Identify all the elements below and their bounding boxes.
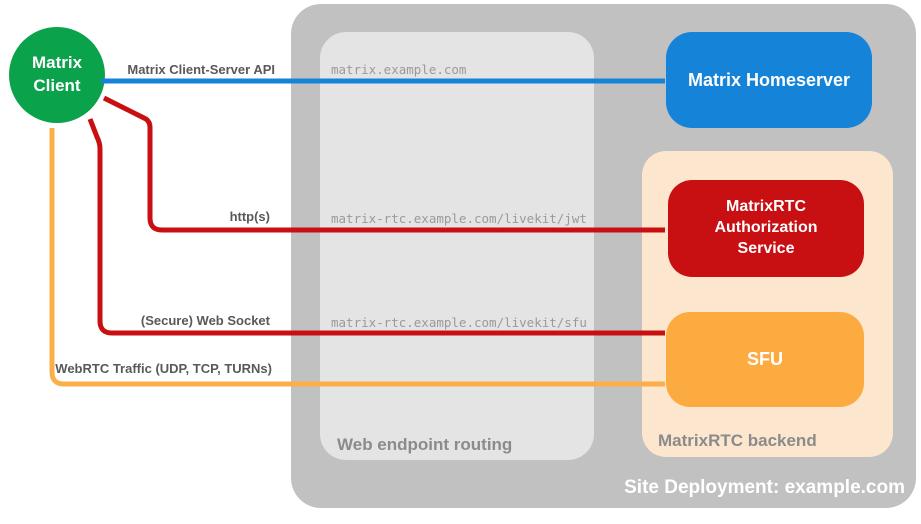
endpoint-matrix-example-com: matrix.example.com	[331, 62, 467, 77]
webrtc-traffic-arrow-label: WebRTC Traffic (UDP, TCP, TURNs)	[55, 361, 272, 376]
matrixrtc-auth-service-node: MatrixRTC Authorization Service	[668, 180, 864, 277]
matrixrtc-auth-service-label: MatrixRTC Authorization Service	[714, 198, 818, 257]
sfu-label: SFU	[747, 349, 783, 369]
client-server-api-arrow-label: Matrix Client-Server API	[127, 62, 275, 77]
websocket-arrow-label: (Secure) Web Socket	[140, 313, 270, 328]
site-deployment-label: Site Deployment: example.com	[624, 477, 905, 498]
matrix-homeserver-node: Matrix Homeserver	[666, 32, 872, 128]
web-endpoint-routing-label: Web endpoint routing	[337, 435, 513, 454]
web-endpoint-routing-zone	[320, 32, 594, 460]
sfu-node: SFU	[666, 312, 864, 407]
endpoint-livekit-jwt: matrix-rtc.example.com/livekit/jwt	[331, 211, 587, 226]
endpoint-livekit-sfu: matrix-rtc.example.com/livekit/sfu	[331, 315, 587, 330]
matrixrtc-backend-label: MatrixRTC backend	[658, 431, 817, 450]
matrix-homeserver-label: Matrix Homeserver	[687, 69, 851, 90]
https-arrow-label: http(s)	[229, 209, 270, 224]
matrix-client-label: Matrix Client	[31, 53, 83, 95]
matrix-client-node: Matrix Client	[9, 27, 105, 123]
